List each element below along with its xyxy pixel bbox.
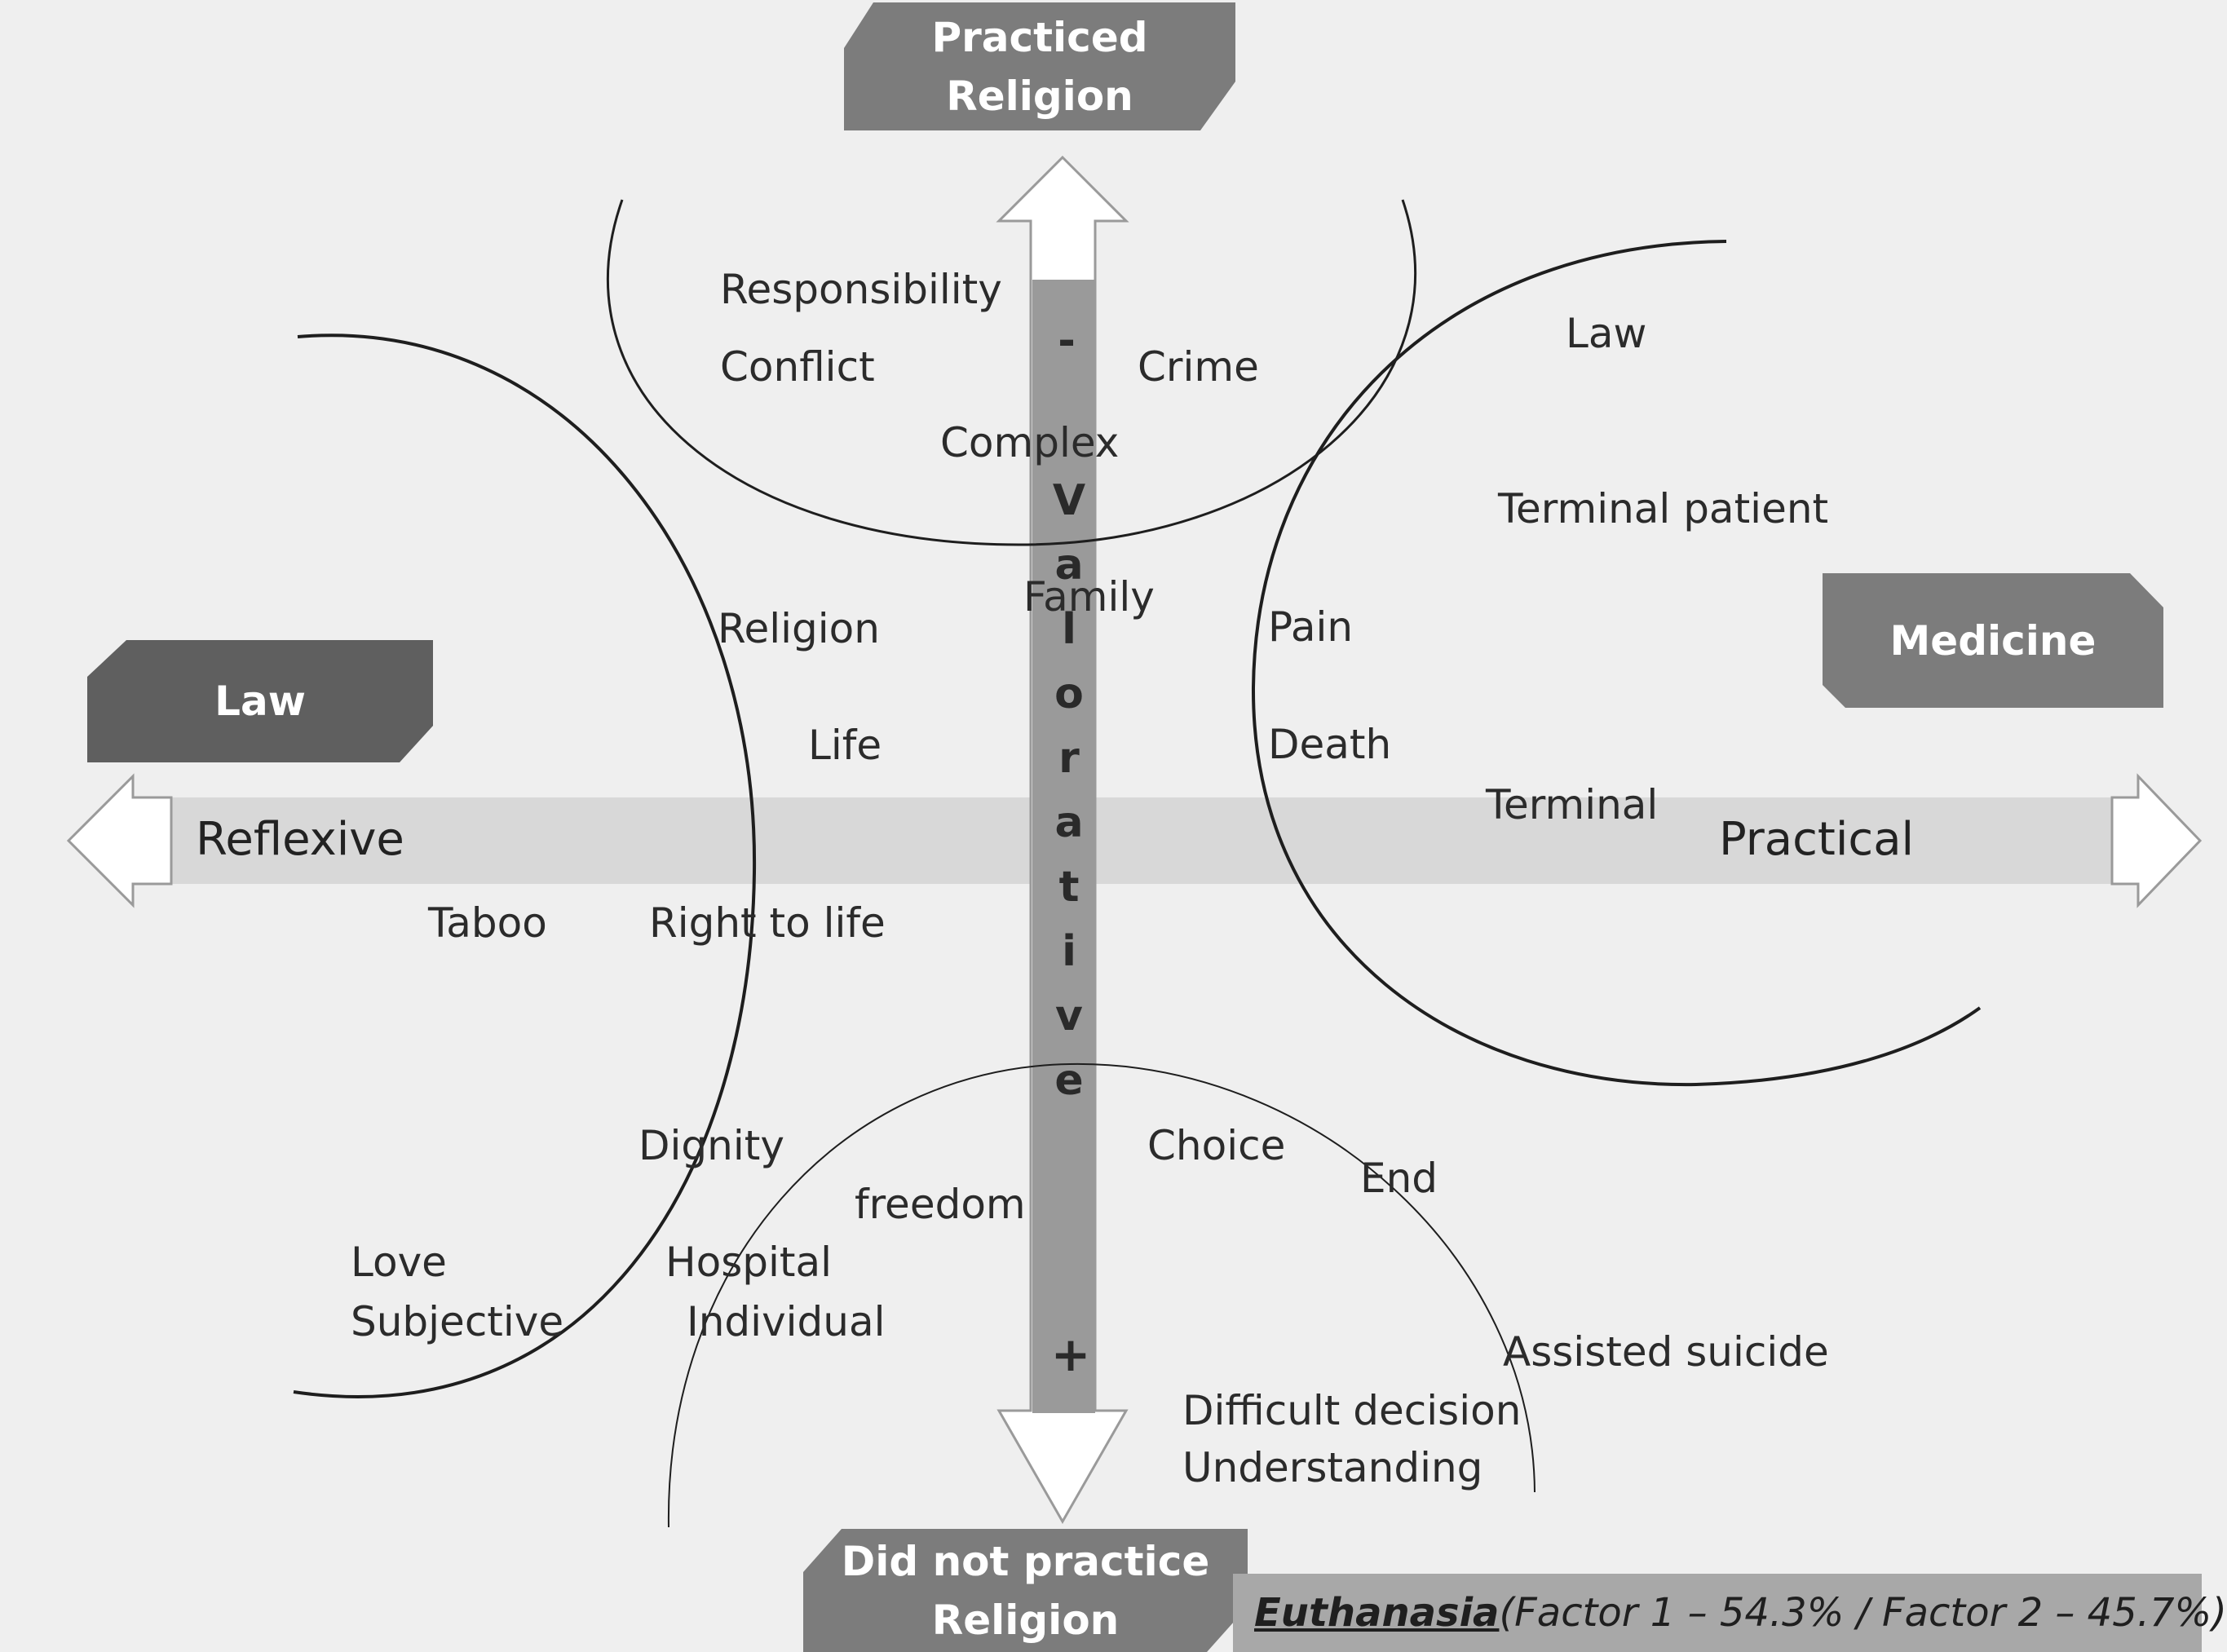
vertical-axis-letter: v	[1055, 992, 1083, 1040]
term-terminal-patient: Terminal patient	[1498, 485, 1829, 532]
term-family: Family	[1023, 573, 1155, 621]
medicine-header-label: Medicine	[1889, 616, 2097, 665]
term-subjective: Subjective	[351, 1298, 564, 1345]
caption-title: Euthanasia	[1254, 1590, 1500, 1636]
practiced-religion-line1: Practiced	[931, 13, 1148, 61]
practiced-religion-line2: Religion	[946, 72, 1133, 120]
term-hospital: Hospital	[665, 1239, 833, 1286]
term-individual: Individual	[687, 1298, 886, 1345]
bottom-cluster-arc	[667, 1062, 1535, 1528]
vertical-axis-letter: t	[1058, 863, 1080, 912]
term-taboo: Taboo	[428, 899, 547, 947]
vertical-axis-letter: a	[1054, 798, 1084, 847]
horizontal-axis-band	[171, 797, 2112, 884]
right-arrow-head	[2110, 773, 2203, 908]
term-dignity: Dignity	[638, 1122, 784, 1169]
did-not-practice-line1: Did not practice	[841, 1537, 1210, 1585]
right-cluster-arc	[1251, 240, 1982, 1087]
vertical-axis-letter: o	[1054, 669, 1084, 718]
vertical-axis-letter: e	[1054, 1056, 1084, 1105]
term-assisted-suicide: Assisted suicide	[1503, 1328, 1829, 1376]
vertical-axis-letter: V	[1052, 476, 1086, 525]
law-header-label: Law	[214, 678, 306, 725]
axis-reflexive: Reflexive	[196, 813, 404, 866]
vertical-sign-plus: +	[1050, 1327, 1091, 1382]
term-choice: Choice	[1147, 1122, 1286, 1169]
term-conflict: Conflict	[720, 343, 875, 391]
axis-practical: Practical	[1719, 813, 1915, 866]
term-pain: Pain	[1268, 603, 1354, 651]
did-not-practice-religion-box	[803, 1529, 1248, 1652]
practiced-religion-box	[844, 2, 1235, 130]
top-cluster-arc	[607, 199, 1417, 546]
vertical-axis-letter: r	[1058, 734, 1080, 783]
vertical-axis-bar	[1032, 280, 1095, 1413]
vertical-sign-minus: -	[1058, 316, 1076, 365]
vertical-axis-letter: i	[1062, 927, 1076, 976]
term-crime: Crime	[1138, 343, 1259, 391]
did-not-practice-religion-label: Did not practice Religion	[803, 1529, 1248, 1652]
term-death: Death	[1268, 721, 1392, 768]
caption-band: Euthanasia (Factor 1 – 54.3% / Factor 2 …	[1233, 1574, 2227, 1652]
caption-factors: (Factor 1 – 54.3% / Factor 2 – 45.7%)	[1499, 1590, 2227, 1636]
vertical-axis-letter: a	[1054, 541, 1084, 590]
term-religion: Religion	[718, 605, 880, 652]
term-terminal: Terminal	[1486, 781, 1659, 828]
term-life: Life	[808, 722, 882, 769]
left-arrow-head	[66, 773, 173, 908]
term-love: Love	[351, 1239, 447, 1286]
left-cluster-arc	[293, 333, 757, 1398]
vertical-axis-letter: l	[1062, 605, 1076, 654]
term-understanding: Understanding	[1182, 1444, 1483, 1491]
term-law: Law	[1566, 310, 1647, 357]
term-right-to-life: Right to life	[649, 899, 886, 947]
law-header-box	[87, 640, 433, 762]
did-not-practice-line2: Religion	[931, 1596, 1120, 1644]
term-complex: Complex	[940, 419, 1120, 466]
term-freedom: freedom	[855, 1181, 1026, 1228]
term-end: End	[1360, 1155, 1438, 1202]
medicine-header-box	[1823, 573, 2163, 708]
practiced-religion-label: Practiced Religion	[844, 2, 1235, 130]
term-responsibility: Responsibility	[720, 266, 1002, 313]
term-difficult-decision: Difficult decision	[1182, 1387, 1522, 1434]
